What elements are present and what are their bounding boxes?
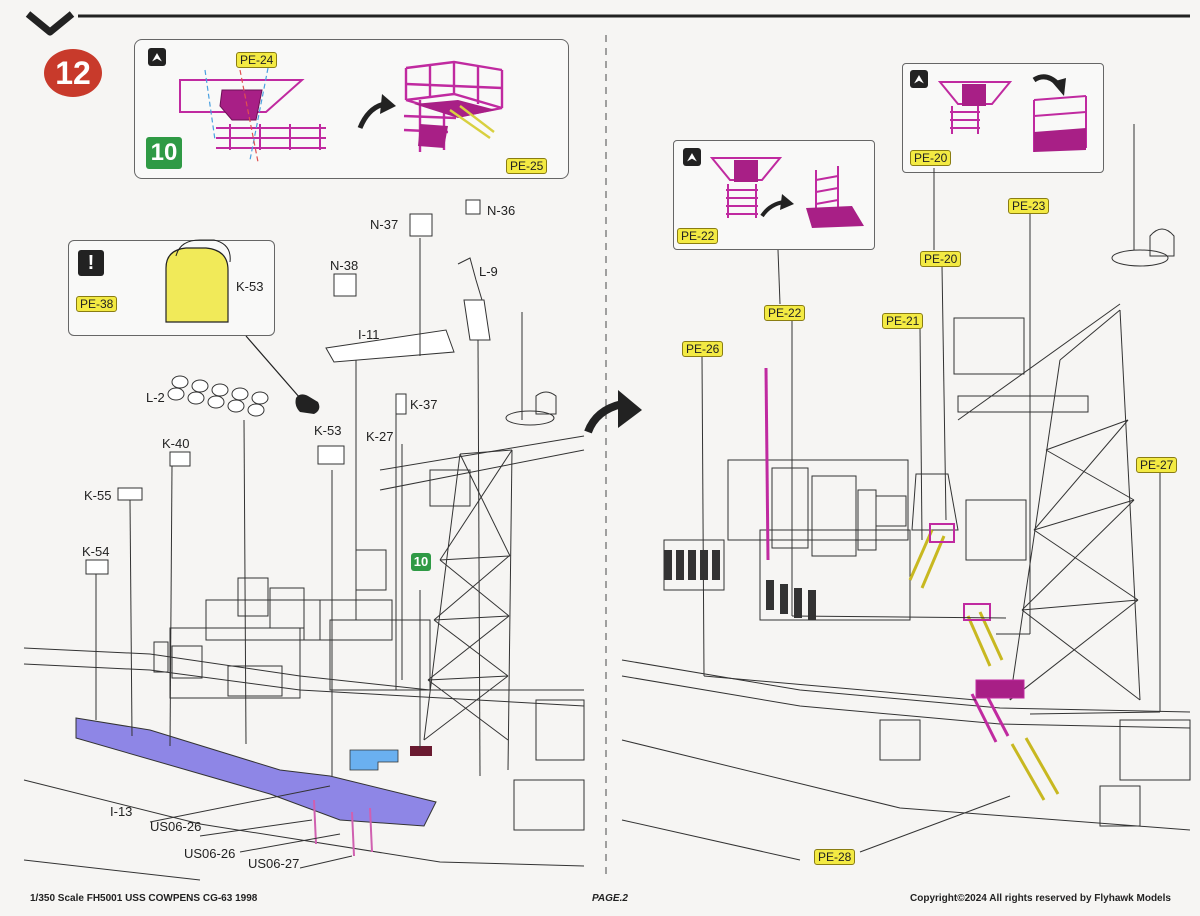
label-pe-20: PE-20	[920, 251, 962, 267]
footer-copyright: Copyright©2024 All rights reserved by Fl…	[910, 893, 1171, 904]
label-pe-22: PE-22	[764, 305, 806, 321]
warning-icon: !	[78, 250, 104, 276]
label-pe-22-box: PE-22	[677, 228, 719, 244]
footer-page-number: PAGE.2	[592, 893, 628, 904]
reference-step-badge: 10	[146, 137, 182, 169]
label-i-11: I-11	[358, 327, 380, 342]
label-n-36: N-36	[487, 203, 516, 218]
label-pe-20-box: PE-20	[910, 150, 952, 166]
label-pe-26: PE-26	[682, 341, 724, 357]
label-pe-21: PE-21	[882, 313, 924, 329]
label-pe-25: PE-25	[506, 158, 548, 174]
label-pe-38: PE-38	[76, 296, 118, 312]
label-pe-23: PE-23	[1008, 198, 1050, 214]
fold-up-icon: ⮝	[910, 70, 928, 88]
footer-scale-title: 1/350 Scale FH5001 USS COWPENS CG-63 199…	[30, 893, 258, 904]
label-i-13: I-13	[110, 804, 133, 819]
reference-step-badge-small: 10	[411, 553, 431, 571]
label-k-55: K-55	[84, 488, 112, 503]
label-k-53: K-53	[314, 423, 342, 438]
label-l-2: L-2	[146, 390, 165, 405]
label-k-27: K-27	[366, 429, 394, 444]
label-pe-24: PE-24	[236, 52, 278, 68]
label-pe-27: PE-27	[1136, 457, 1178, 473]
label-us06-26-a: US06-26	[150, 819, 202, 834]
step-number: 12	[44, 49, 102, 97]
label-k-54: K-54	[82, 544, 110, 559]
label-n-38: N-38	[330, 258, 359, 273]
fold-up-icon: ⮝	[148, 48, 166, 66]
label-us06-26-b: US06-26	[184, 846, 236, 861]
label-l-9: L-9	[479, 264, 498, 279]
label-k-53-callout: K-53	[236, 279, 264, 294]
label-k-37: K-37	[410, 397, 438, 412]
label-n-37: N-37	[370, 217, 399, 232]
label-k-40: K-40	[162, 436, 190, 451]
fold-up-icon: ⮝	[683, 148, 701, 166]
label-us06-27: US06-27	[248, 856, 300, 871]
label-pe-28: PE-28	[814, 849, 856, 865]
